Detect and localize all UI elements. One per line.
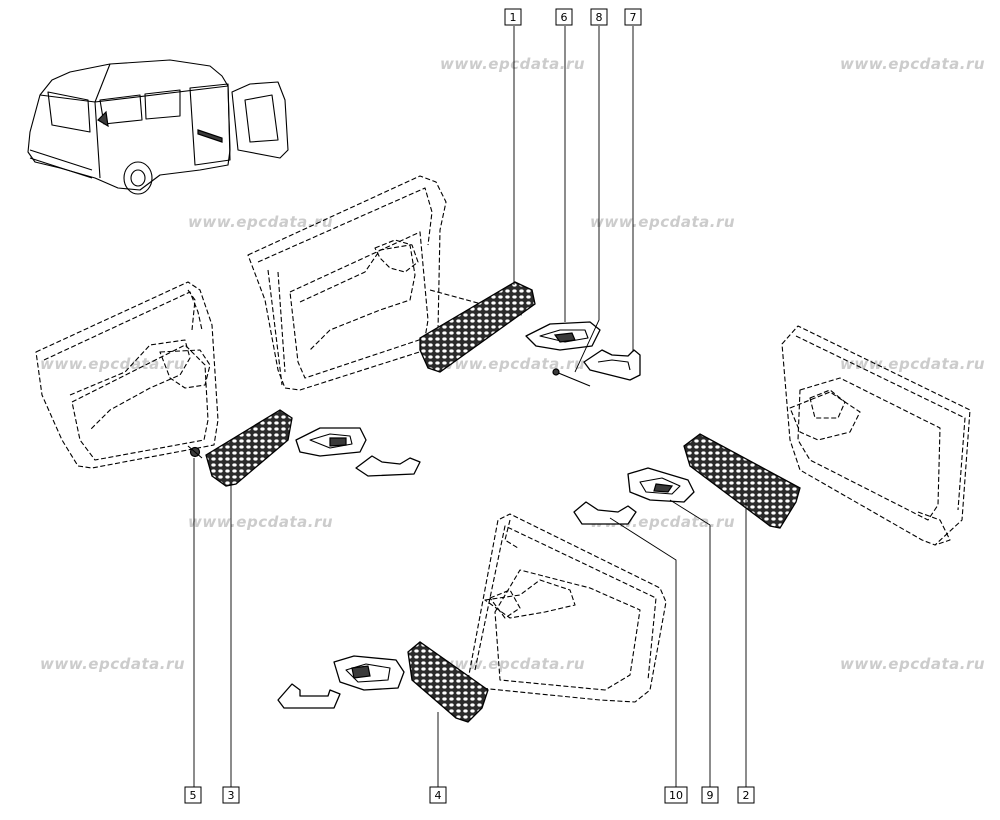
watermark: www.epcdata.ru bbox=[40, 655, 185, 673]
part-8-screw bbox=[552, 368, 591, 387]
watermark: www.epcdata.ru bbox=[840, 655, 985, 673]
callout-1-label: 1 bbox=[510, 11, 517, 24]
door-panel-rear-right bbox=[467, 513, 667, 703]
callout-2-label: 2 bbox=[743, 789, 750, 802]
callout-3: 3 bbox=[222, 786, 240, 804]
callout-5: 5 bbox=[184, 786, 202, 804]
callout-7: 7 bbox=[624, 8, 642, 26]
watermark-layer: www.epcdata.ru www.epcdata.ru www.epcdat… bbox=[40, 55, 985, 673]
part-9-door-handle bbox=[627, 467, 695, 503]
callout-1: 1 bbox=[504, 8, 522, 26]
callout-10: 10 bbox=[664, 786, 688, 804]
callout-10-label: 10 bbox=[669, 789, 683, 802]
watermark: www.epcdata.ru bbox=[840, 55, 985, 73]
watermark: www.epcdata.ru bbox=[590, 213, 735, 231]
callout-2: 2 bbox=[737, 786, 755, 804]
callout-6: 6 bbox=[555, 8, 573, 26]
door-panel-front-right bbox=[781, 325, 971, 546]
watermark: www.epcdata.ru bbox=[440, 55, 585, 73]
door-panel-front-left bbox=[35, 281, 219, 469]
callout-3-label: 3 bbox=[228, 789, 235, 802]
watermark: www.epcdata.ru bbox=[188, 513, 333, 531]
lower-door-handle bbox=[333, 655, 405, 691]
vehicle-illustration bbox=[27, 59, 289, 195]
watermark: www.epcdata.ru bbox=[440, 655, 585, 673]
watermark: www.epcdata.ru bbox=[188, 213, 333, 231]
left-bezel bbox=[355, 455, 421, 477]
callout-4-label: 4 bbox=[435, 789, 442, 802]
part-3-armrest-pad bbox=[205, 409, 293, 487]
part-5-clip bbox=[187, 445, 203, 459]
watermark: www.epcdata.ru bbox=[440, 355, 585, 373]
part-4-armrest-pad bbox=[407, 641, 489, 723]
lower-bezel bbox=[277, 683, 341, 709]
part-6-door-handle bbox=[525, 321, 601, 351]
callout-5-label: 5 bbox=[190, 789, 197, 802]
part-1-armrest-pad bbox=[419, 281, 536, 373]
callout-6-label: 6 bbox=[561, 11, 568, 24]
leader-lines bbox=[193, 26, 747, 787]
watermark: www.epcdata.ru bbox=[40, 355, 185, 373]
part-10-bezel bbox=[573, 501, 637, 525]
callout-4: 4 bbox=[429, 786, 447, 804]
callout-7-label: 7 bbox=[630, 11, 637, 24]
callout-9: 9 bbox=[701, 786, 719, 804]
watermark: www.epcdata.ru bbox=[840, 355, 985, 373]
part-2-armrest-pad bbox=[683, 433, 801, 529]
callout-8-label: 8 bbox=[596, 11, 603, 24]
callout-8: 8 bbox=[590, 8, 608, 26]
callout-9-label: 9 bbox=[707, 789, 714, 802]
left-door-handle bbox=[295, 427, 367, 457]
part-7-bezel bbox=[583, 349, 641, 381]
